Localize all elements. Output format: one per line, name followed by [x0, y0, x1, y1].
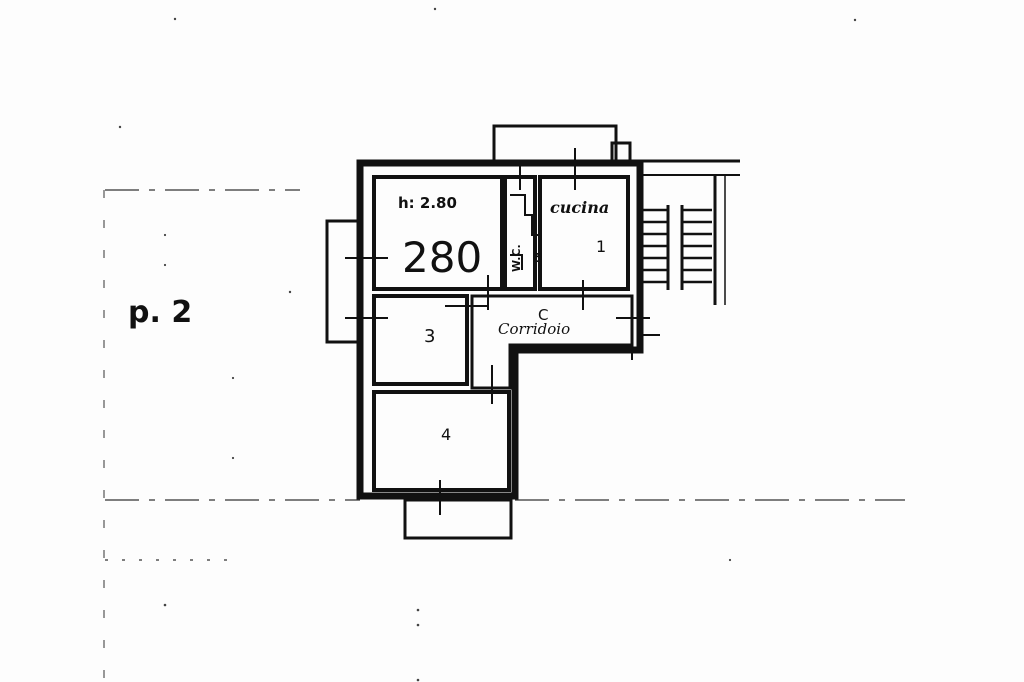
- floor-label: p. 2: [128, 295, 192, 330]
- room-3-label: 3: [424, 326, 435, 347]
- kitchen-number: 1: [596, 237, 606, 256]
- scan-specks: [118, 7, 857, 682]
- door-openings: [345, 148, 650, 515]
- kitchen-label: cucina: [550, 198, 609, 217]
- stairwell: [640, 159, 740, 336]
- dashed-reference-lines: [103, 189, 905, 680]
- wc-fixtures: [510, 194, 540, 270]
- wc-label: W.C.: [510, 244, 523, 272]
- wc-number: 5: [534, 251, 542, 265]
- height-note: h: 2.80: [398, 194, 457, 212]
- corridor-number: C: [538, 306, 548, 324]
- exterior-walls: [356, 159, 644, 500]
- room-4-label: 4: [441, 425, 451, 444]
- room-height-value: 280: [402, 233, 482, 282]
- corridor-label: Corridoio: [498, 320, 570, 338]
